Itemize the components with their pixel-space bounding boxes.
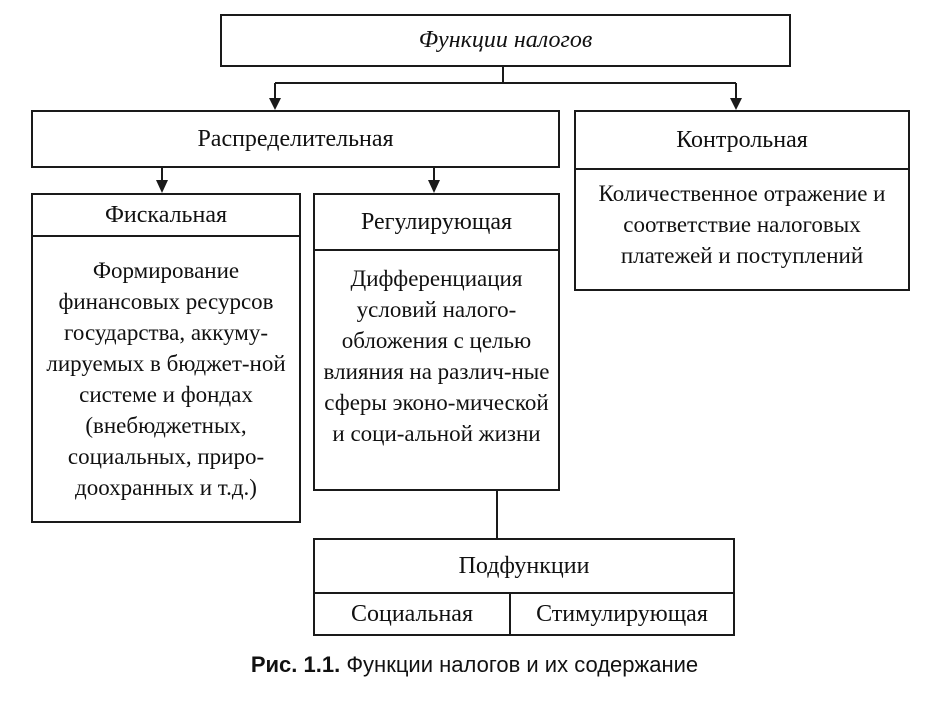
fiscal-node: Фискальная Формирование финансовых ресур… — [31, 193, 301, 523]
fiscal-description: Формирование финансовых ресурсов государ… — [46, 258, 286, 500]
control-label: Контрольная — [676, 126, 808, 153]
subfunctions-node: Подфункции Социальная Стимулирующая — [313, 538, 735, 636]
subfunction-social-label: Социальная — [350, 600, 473, 627]
root-node: Функции налогов — [220, 14, 791, 67]
fiscal-divider — [33, 235, 299, 237]
fiscal-label: Фискальная — [104, 201, 228, 228]
distributive-label: Распределительная — [197, 125, 394, 152]
arrow-to-distributive — [269, 98, 281, 110]
figure-caption-label: Рис. 1.1. — [250, 652, 341, 677]
regulating-divider — [315, 249, 558, 251]
figure-caption: Рис. 1.1. Функции налогов и их содержани… — [0, 652, 949, 678]
root-label: Функции налогов — [418, 27, 593, 53]
control-description: Количественное отражение и соответствие … — [598, 181, 886, 268]
subfunction-social: Социальная — [315, 594, 511, 634]
subfunctions-header: Подфункции — [315, 540, 733, 592]
subfunctions-divider — [315, 592, 733, 594]
fiscal-header: Фискальная — [33, 195, 299, 235]
figure-caption-text: Функции налогов и их содержание — [346, 652, 699, 677]
regulating-description: Дифференциация условий налого-обложения … — [323, 266, 550, 446]
distributive-node: Распределительная — [31, 110, 560, 168]
subfunction-stimulating-label: Стимулирующая — [536, 600, 708, 627]
subfunctions-label: Подфункции — [458, 552, 590, 579]
arrow-to-fiscal — [156, 180, 168, 193]
control-divider — [576, 168, 908, 170]
control-node: Контрольная Количественное отражение и с… — [574, 110, 910, 291]
subfunction-stimulating: Стимулирующая — [511, 594, 733, 634]
regulating-header: Регулирующая — [315, 195, 558, 249]
arrow-to-control — [730, 98, 742, 110]
arrow-to-regulating — [428, 180, 440, 193]
regulating-node: Регулирующая Дифференциация условий нало… — [313, 193, 560, 491]
control-header: Контрольная — [576, 112, 908, 168]
regulating-label: Регулирующая — [360, 208, 513, 235]
